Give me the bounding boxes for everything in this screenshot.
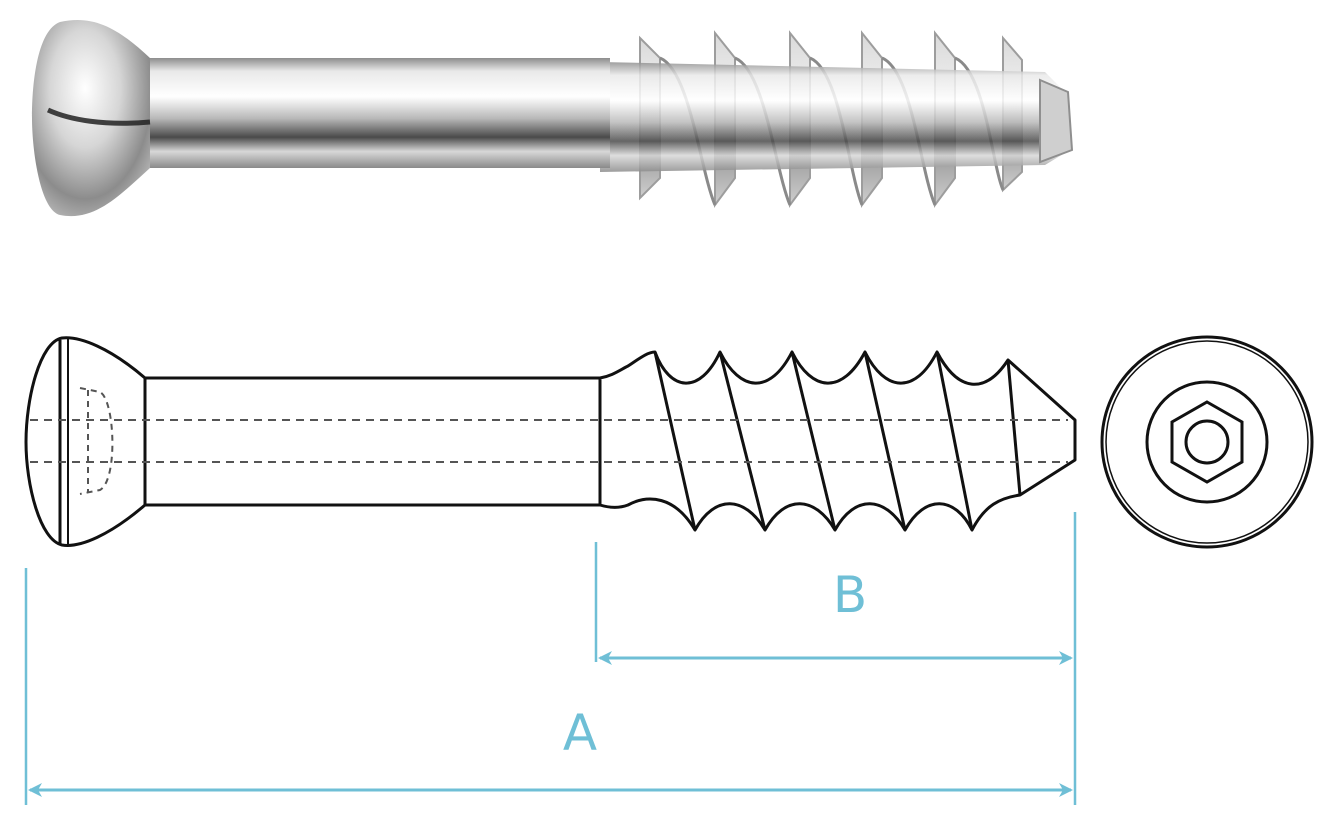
screw-shank-outline (143, 376, 602, 507)
screw-photo-core (600, 62, 1070, 172)
screw-head-outline (24, 336, 147, 547)
hex-socket (1170, 400, 1244, 484)
dimension-b-label: B (833, 566, 867, 624)
screw-photo-tip (1039, 78, 1074, 164)
screw-photo-head (32, 19, 150, 217)
dimension-a-label: A (563, 704, 597, 762)
hex-socket-outer-circle (1145, 380, 1269, 504)
cancellous-screw-side-view (24, 336, 1077, 547)
cannulation-hole (1184, 419, 1230, 465)
screw-thread-outline (598, 350, 1077, 532)
cancellous-screw-photo (32, 19, 1074, 217)
dimension-lines: B A (24, 512, 1077, 805)
screw-head-end-view (1100, 335, 1314, 549)
screw-photo-shaft (130, 58, 610, 168)
